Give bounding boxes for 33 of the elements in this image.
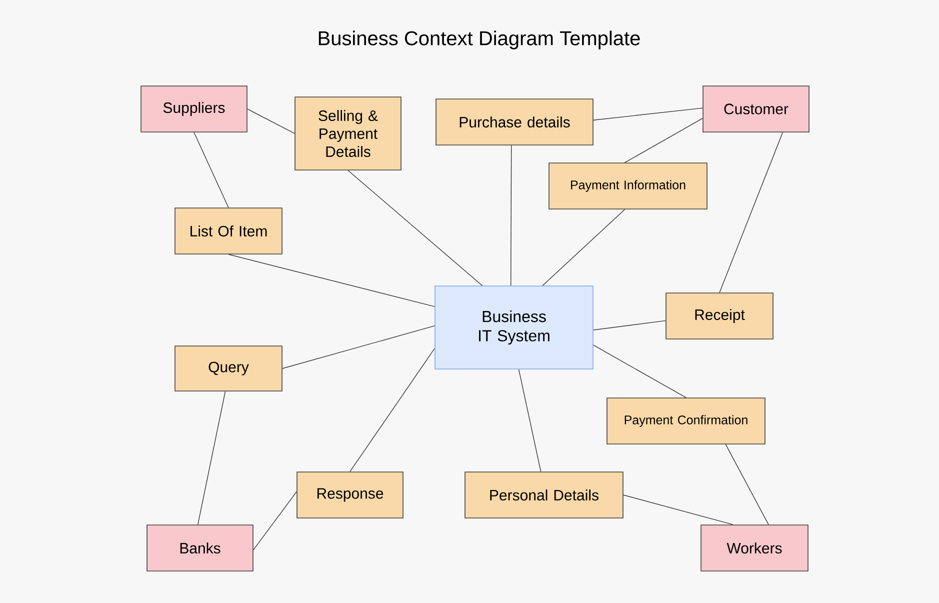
system-box: Business IT System (434, 286, 594, 370)
connector-line (228, 254, 435, 307)
connector-line (518, 369, 542, 472)
data-flow-box: List Of Item (174, 208, 282, 254)
connector-line (247, 108, 295, 134)
connector-line (719, 132, 784, 293)
external-entity-box: Banks (146, 524, 254, 572)
data-flow-box: Payment Information (548, 162, 708, 210)
connector-line (542, 209, 626, 286)
data-flow-box: Personal Details (464, 472, 624, 518)
connector-line (253, 491, 297, 550)
external-entity-box: Workers (700, 524, 808, 572)
diagram-title: Business Context Diagram Template (318, 30, 640, 50)
connector-line (593, 344, 686, 398)
data-flow-box: Payment Confirmation (606, 398, 766, 444)
data-flow-box: Query (174, 346, 282, 392)
connector-line (348, 170, 483, 286)
connector-line (350, 348, 435, 472)
connector-line (725, 444, 769, 525)
connector-line (282, 325, 435, 369)
connector-line (623, 494, 734, 525)
connector-line (593, 108, 703, 120)
data-flow-box: Receipt (666, 292, 774, 340)
connector-line (593, 320, 666, 330)
external-entity-box: Suppliers (140, 86, 248, 132)
connector-line (194, 132, 229, 208)
connector-line (510, 145, 512, 286)
data-flow-box: Response (296, 472, 404, 518)
connector-line (624, 118, 703, 163)
external-entity-box: Customer (702, 86, 810, 132)
data-flow-box: Selling & Payment Details (294, 96, 402, 170)
connector-line (198, 391, 226, 525)
data-flow-box: Purchase details (436, 98, 594, 146)
